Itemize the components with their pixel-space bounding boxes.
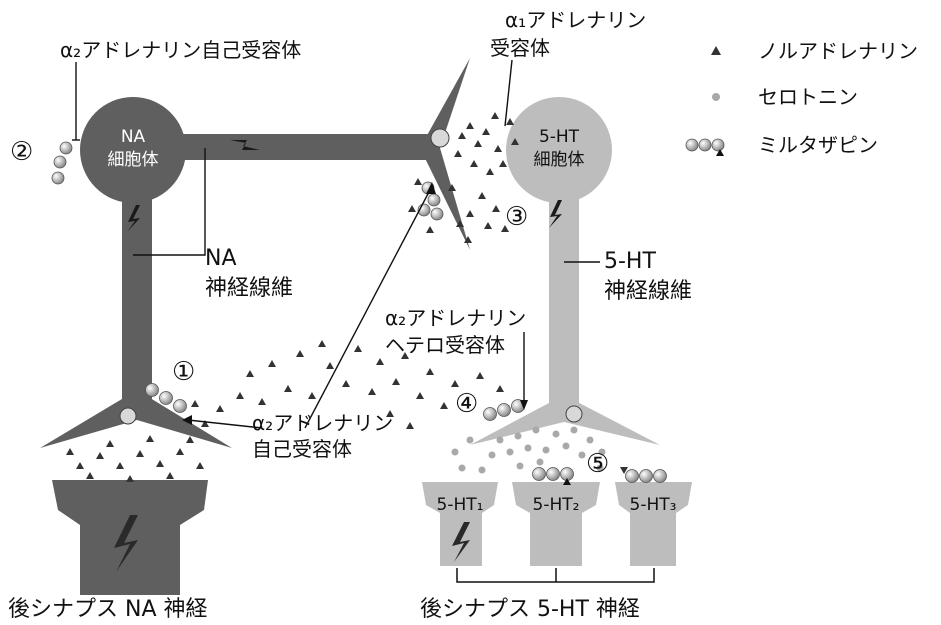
label-a2-autoreceptor-bottom-line2: 自己受容体 <box>252 437 352 461</box>
label-a2-autoreceptor-bottom-line1: α₂アドレナリン <box>252 411 393 435</box>
label-5ht2: 5-HT₂ <box>533 495 580 515</box>
label-5ht1: 5-HT₁ <box>437 495 484 515</box>
label-na-cell-line1: NA <box>121 127 146 147</box>
arrow-head <box>182 415 192 425</box>
label-ht-fiber-line2: 神経線維 <box>604 279 692 304</box>
label-ht-fiber-line1: 5-HT <box>604 249 656 274</box>
marker-1: ① <box>172 357 195 387</box>
legend-noradrenaline: ノルアドレナリン <box>758 39 918 63</box>
mirtazapine-molecule-icon <box>685 138 725 156</box>
marker-3: ③ <box>505 202 528 232</box>
legend: ノルアドレナリン セロトニン ミルタザピン <box>685 39 918 157</box>
label-ht-cell-line2: 細胞体 <box>534 150 585 170</box>
ht-neuron <box>470 97 660 445</box>
noradrenaline-molecules <box>66 112 628 482</box>
ht-cell-body <box>506 97 612 203</box>
marker-4: ④ <box>455 389 478 419</box>
triangle-icon <box>563 478 571 485</box>
label-ht-cell-line1: 5-HT <box>539 127 580 147</box>
triangle-icon <box>711 46 721 55</box>
postsynaptic-na-neuron <box>52 480 208 595</box>
arrow-head <box>520 400 528 410</box>
receptor-sites <box>119 128 583 425</box>
legend-serotonin: セロトニン <box>758 85 858 109</box>
label-postsynaptic-na: 後シナプス NA 神経 <box>8 597 208 622</box>
label-na-fiber-line1: NA <box>205 246 237 271</box>
label-a1-line1: α₁アドレナリン <box>505 8 646 32</box>
label-a1-line2: 受容体 <box>490 36 550 60</box>
marker-2: ② <box>10 137 33 167</box>
legend-mirtazapine: ミルタザピン <box>758 133 878 157</box>
impulse-lightning-icons <box>127 140 562 232</box>
mirtazapine-molecules <box>51 141 667 483</box>
na-neuron <box>40 58 470 448</box>
postsynaptic-ht-neurons <box>422 482 692 566</box>
label-na-cell-line2: 細胞体 <box>108 150 159 170</box>
dot-icon <box>712 93 720 101</box>
label-na-fiber-line2: 神経線維 <box>205 276 293 301</box>
marker-5: ⑤ <box>586 449 609 479</box>
na-cell-body <box>80 97 186 203</box>
label-a2-autoreceptor-top: α₂アドレナリン自己受容体 <box>60 38 301 62</box>
lightning-icon <box>114 515 138 572</box>
label-5ht3: 5-HT₃ <box>630 495 677 515</box>
arrow-head <box>426 182 436 194</box>
leader-lines <box>72 59 600 429</box>
label-postsynaptic-ht: 後シナプス 5-HT 神経 <box>420 597 640 622</box>
label-a2-heteroreceptor-line1: α₂アドレナリン <box>385 306 526 330</box>
serotonin-molecules <box>451 426 606 474</box>
postsynaptic-bracket <box>456 568 655 583</box>
lightning-icon <box>452 522 470 562</box>
label-a2-heteroreceptor-line2: ヘテロ受容体 <box>385 333 505 357</box>
